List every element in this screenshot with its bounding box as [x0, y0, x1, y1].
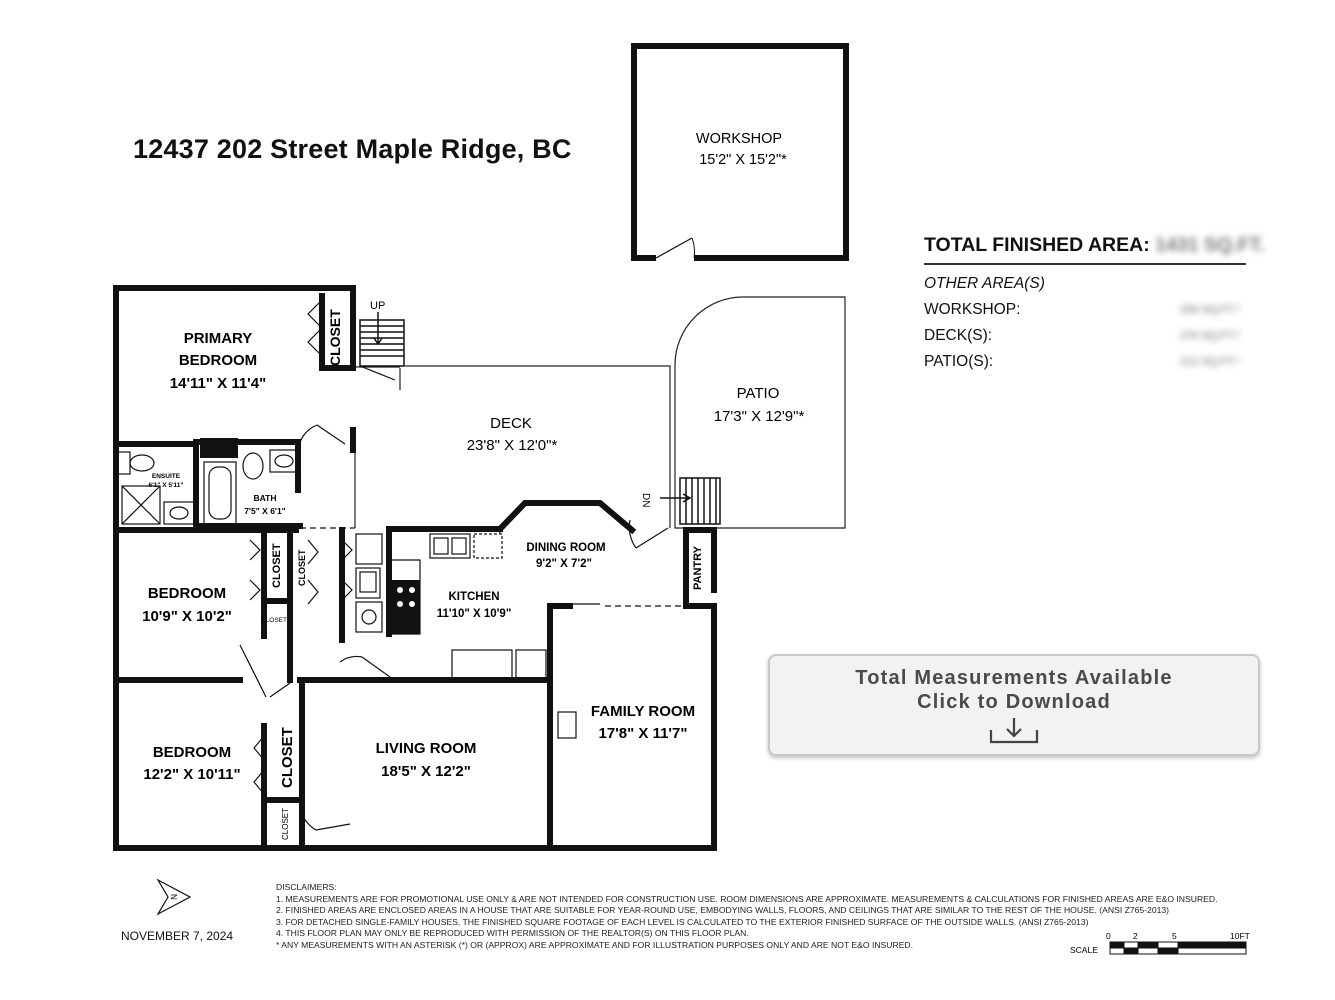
dining-room-dims: 9'2" X 7'2": [536, 558, 592, 570]
scale-bar: [1109, 941, 1247, 955]
family-room-dims: 17'8" X 11'7": [599, 725, 688, 742]
ensuite-name: ENSUITE: [152, 473, 181, 480]
disclaimer-item: 4. THIS FLOOR PLAN MAY ONLY BE REPRODUCE…: [276, 928, 749, 939]
entry-closet-label: CLOSET: [281, 808, 290, 840]
bedroom2-closet-label: CLOSET: [279, 727, 296, 788]
hall-closet-label: CLOSET: [297, 549, 307, 586]
download-icon: [989, 718, 1039, 744]
total-area-label: TOTAL FINISHED AREA:: [924, 234, 1150, 256]
small-closet-label: CLOSET: [261, 617, 287, 624]
plan-date: NOVEMBER 7, 2024: [121, 929, 234, 943]
area-row-value: 276 SQ.FT.*: [1180, 330, 1240, 342]
download-measurements-button[interactable]: Total Measurements Available Click to Do…: [768, 654, 1260, 756]
bedroom1-closet-label: CLOSET: [271, 543, 283, 588]
ensuite-dims: 6'1" X 5'11": [149, 482, 184, 489]
total-area-value: 1431 SQ.FT.: [1155, 234, 1265, 256]
area-row-workshop: WORKSHOP: 256 SQ.FT.*: [924, 301, 1246, 319]
bedroom1-name: BEDROOM: [148, 585, 226, 602]
workshop-dims: 15'2" X 15'2"*: [699, 152, 787, 168]
scale-label: SCALE: [1070, 945, 1098, 955]
dining-room-name: DINING ROOM: [526, 542, 605, 554]
primary-bedroom-name2: BEDROOM: [179, 352, 257, 369]
bedroom2-name: BEDROOM: [153, 744, 231, 761]
patio-outline: [674, 296, 846, 529]
deck-name: DECK: [490, 415, 532, 432]
area-row-value: 256 SQ.FT.*: [1180, 304, 1240, 316]
total-area-heading: TOTAL FINISHED AREA: 1431 SQ.FT.: [924, 234, 1265, 265]
deck-stairs-up: [359, 312, 405, 367]
area-row-label: WORKSHOP:: [924, 301, 1021, 318]
area-row-value: 212 SQ.FT.*: [1180, 356, 1240, 368]
area-row-decks: DECK(S): 276 SQ.FT.*: [924, 327, 1246, 345]
plan-details: [115, 289, 686, 847]
kitchen-stove: [200, 438, 420, 634]
bedroom2-dims: 12'2" X 10'11": [143, 766, 240, 783]
kitchen-dims: 11'10" X 10'9": [437, 608, 512, 620]
living-room-dims: 18'5" X 12'2": [381, 763, 471, 780]
house-walls: [113, 285, 717, 851]
disclaimers: DISCLAIMERS: 1. MEASUREMENTS ARE FOR PRO…: [276, 882, 1236, 952]
disclaimer-item: 3. FOR DETACHED SINGLE-FAMILY HOUSES, TH…: [276, 916, 1089, 927]
property-address: 12437 202 Street Maple Ridge, BC: [133, 134, 572, 164]
stairs-down-label: DN: [640, 493, 651, 507]
north-label: N: [169, 894, 178, 900]
patio-dims: 17'3" X 12'9"*: [714, 408, 805, 425]
scale-tick-5: 5: [1172, 931, 1177, 941]
area-row-label: DECK(S):: [924, 327, 993, 344]
area-row-patios: PATIO(S): 212 SQ.FT.*: [924, 353, 1246, 371]
disclaimer-item: 1. MEASUREMENTS ARE FOR PROMOTIONAL USE …: [276, 893, 1218, 904]
area-summary: TOTAL FINISHED AREA: 1431 SQ.FT. OTHER A…: [924, 234, 1265, 371]
patio-name: PATIO: [737, 385, 780, 402]
primary-closet-label: CLOSET: [327, 309, 343, 366]
scale-tick-2: 2: [1133, 931, 1138, 941]
scale-tick-10: 10FT: [1230, 931, 1250, 941]
download-button-line1: Total Measurements Available: [855, 667, 1173, 689]
disclaimer-item: 2. FINISHED AREAS ARE ENCLOSED AREAS IN …: [276, 905, 1170, 916]
area-row-label: PATIO(S):: [924, 353, 994, 370]
scale-tick-0: 0: [1106, 931, 1111, 941]
family-room-name: FAMILY ROOM: [591, 703, 695, 720]
primary-bedroom-name: PRIMARY: [184, 330, 253, 347]
living-room-name: LIVING ROOM: [376, 740, 477, 757]
workshop-name: WORKSHOP: [696, 131, 782, 147]
primary-bedroom-dims: 14'11" X 11'4": [170, 375, 266, 392]
disclaimer-heading: DISCLAIMERS:: [276, 882, 337, 892]
bath-dims: 7'5" X 6'1": [244, 506, 285, 516]
north-arrow-icon: [156, 878, 192, 916]
patio-stairs: [660, 477, 721, 525]
kitchen-name: KITCHEN: [448, 591, 499, 603]
bedroom1-dims: 10'9" X 10'2": [142, 608, 232, 625]
bath-name: BATH: [254, 493, 277, 503]
deck-dims: 23'8" X 12'0"*: [467, 437, 558, 454]
pantry-label: PANTRY: [692, 545, 704, 590]
disclaimer-item: * ANY MEASUREMENTS WITH AN ASTERISK (*) …: [276, 939, 914, 950]
other-areas-label: OTHER AREA(S): [924, 275, 1045, 292]
stairs-up-label: UP: [370, 300, 385, 312]
workshop-building: [631, 43, 849, 261]
download-button-line2: Click to Download: [917, 691, 1111, 713]
